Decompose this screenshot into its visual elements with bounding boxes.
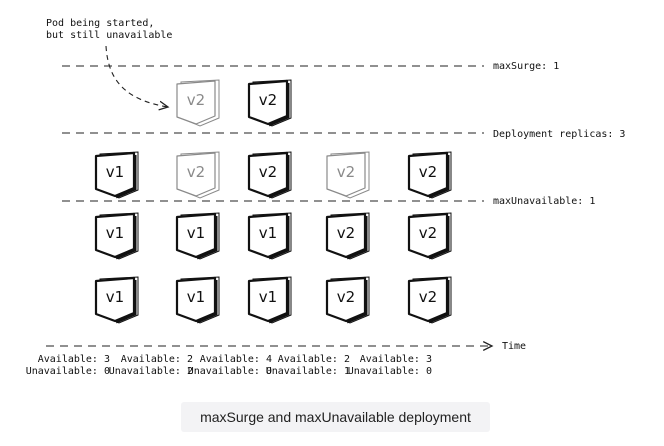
pod-version-label: v1 — [187, 224, 205, 242]
pod-version-label: v1 — [187, 288, 205, 306]
pod-ready: v2 — [407, 276, 452, 324]
unavailable-count: Unavailable: 0 — [188, 366, 272, 377]
available-count: Available: 3 — [360, 354, 432, 365]
unavailable-count: Unavailable: 0 — [26, 366, 110, 377]
pod-ready: v2 — [407, 151, 452, 199]
pod-ready: v1 — [94, 151, 139, 199]
caption-text: maxSurge and maxUnavailable deployment — [200, 409, 471, 425]
time-label: Time — [502, 341, 526, 352]
pod-starting: v2 — [326, 151, 370, 199]
pod-ready: v1 — [175, 212, 220, 260]
pod-version-label: v1 — [259, 288, 277, 306]
available-count: Available: 2 — [278, 354, 350, 365]
pod-version-label: v2 — [337, 163, 355, 181]
unavailable-count: Unavailable: 2 — [109, 366, 193, 377]
pod-ready: v2 — [325, 276, 370, 324]
pod-ready: v2 — [325, 212, 370, 260]
available-count: Available: 2 — [121, 354, 193, 365]
pod-version-label: v1 — [106, 288, 124, 306]
pod-version-label: v1 — [106, 163, 124, 181]
max-surge-label: maxSurge: 1 — [493, 61, 559, 72]
unavailable-count: Unavailable: 0 — [348, 366, 432, 377]
pod-version-label: v2 — [187, 163, 205, 181]
annotation-arrow — [105, 45, 168, 107]
unavailable-count: Unavailable: 1 — [266, 366, 350, 377]
pod-ready: v1 — [247, 212, 292, 260]
pod-version-label: v2 — [419, 224, 437, 242]
pod-ready: v2 — [407, 212, 452, 260]
pod-version-label: v2 — [259, 91, 277, 109]
surge-pod: v2 — [176, 79, 220, 127]
pod-grid: v1 v1 v1 v2 v2 v1 v1 v2 v2 v1 v1 v2 v2 v2 v2 v2 v2 — [94, 79, 452, 324]
diagram-canvas: Pod being started, but still unavailable… — [26, 18, 626, 377]
surge-pod: v2 — [247, 79, 292, 127]
pod-ready: v1 — [175, 276, 220, 324]
max-unavailable-label: maxUnavailable: 1 — [493, 196, 595, 207]
pod-ready: v2 — [247, 151, 292, 199]
pod-version-label: v1 — [259, 224, 277, 242]
pod-version-label: v2 — [337, 288, 355, 306]
pod-version-label: v2 — [419, 163, 437, 181]
available-count: Available: 3 — [38, 354, 110, 365]
available-count: Available: 4 — [200, 354, 272, 365]
pod-version-label: v2 — [259, 163, 277, 181]
pod-starting: v2 — [176, 151, 220, 199]
pod-version-label: v1 — [106, 224, 124, 242]
pod-ready: v1 — [247, 276, 292, 324]
figure-caption: maxSurge and maxUnavailable deployment — [181, 402, 490, 432]
annotation-line-1: Pod being started, — [46, 18, 154, 29]
replicas-label: Deployment replicas: 3 — [493, 129, 625, 140]
pod-version-label: v2 — [187, 91, 205, 109]
annotation-line-2: but still unavailable — [46, 30, 172, 41]
pod-ready: v1 — [94, 212, 139, 260]
pod-ready: v1 — [94, 276, 139, 324]
pod-version-label: v2 — [337, 224, 355, 242]
pod-version-label: v2 — [419, 288, 437, 306]
